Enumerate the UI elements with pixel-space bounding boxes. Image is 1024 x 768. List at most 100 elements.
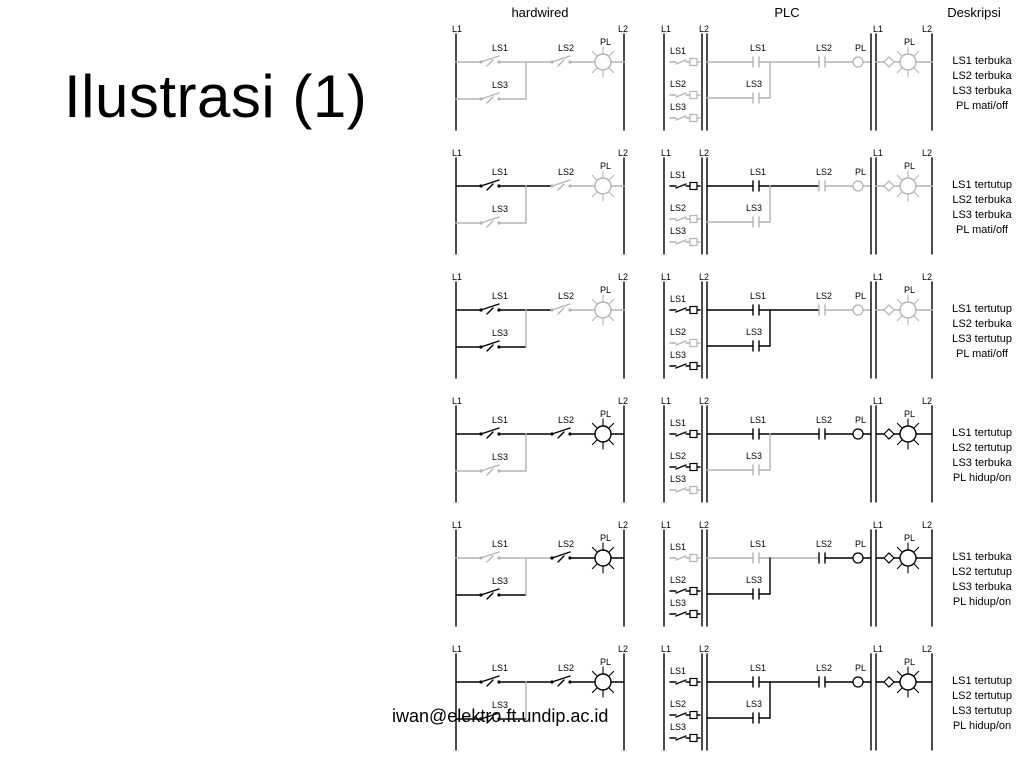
description-line-2-4: PL mati/off — [956, 224, 1009, 236]
plc-input-ls3-6 — [669, 733, 701, 743]
hw-pilot-lamp-3-ray-1 — [608, 298, 615, 305]
hw-ls2-label-1: LS2 — [558, 43, 574, 53]
out-pilot-lamp-5-bulb — [899, 549, 917, 567]
plc-l1-label-4: L1 — [661, 396, 671, 406]
plc-input-ls3-1 — [669, 113, 701, 123]
hw-pilot-lamp-2 — [591, 170, 615, 202]
plc-input-ls1-4 — [669, 429, 701, 439]
plc-contact-ls2-label-3: LS2 — [816, 291, 832, 301]
hw-pilot-lamp-5-bulb — [594, 549, 612, 567]
plc-contact-ls2-3 — [818, 304, 826, 316]
out-pilot-lamp-4-ray-0 — [896, 422, 903, 429]
out-terminal-4 — [883, 428, 895, 440]
plc-input-ls2-3-blade — [675, 340, 687, 346]
plc-input-ls3-label-1: LS3 — [670, 102, 686, 112]
plc-output-coil-1 — [852, 56, 864, 68]
hw-ls2-label-6: LS2 — [558, 663, 574, 673]
description-line-5-3: LS3 terbuka — [952, 581, 1012, 593]
hw-ls3-switch-2 — [479, 216, 501, 228]
header-hardwired: hardwired — [511, 5, 568, 20]
plc-output-coil-5 — [852, 552, 864, 564]
plc-contact-ls3-2 — [752, 216, 760, 228]
out-pilot-lamp-1-ray-0 — [896, 50, 903, 57]
hw-ls1-switch-6-blade — [480, 675, 500, 683]
header-description: Deskripsi — [947, 5, 1001, 20]
hw-ls1-switch-4 — [479, 427, 501, 439]
hw-ls2-switch-2-actuator — [557, 183, 565, 191]
out-l2-label-5: L2 — [922, 520, 932, 530]
plc-input-ls3-label-6: LS3 — [670, 722, 686, 732]
plc-input-ls1-3-module — [689, 305, 698, 315]
out-pl-label-3: PL — [904, 285, 915, 295]
out-pilot-lamp-2-ray-2 — [896, 191, 903, 198]
description-line-5-2: LS2 tertutup — [952, 566, 1012, 578]
hw-ls3-switch-1-blade — [480, 92, 500, 100]
out-terminal-1 — [883, 56, 895, 68]
plc-contact-ls1-5 — [752, 552, 760, 564]
plc-contact-ls1-6 — [752, 676, 760, 688]
plc-input-ls3-label-4: LS3 — [670, 474, 686, 484]
out-pilot-lamp-3-ray-0 — [896, 298, 903, 305]
plc-input-ls3-2-module — [689, 237, 698, 247]
hw-ls1-label-3: LS1 — [492, 291, 508, 301]
hw-ls3-switch-4 — [479, 464, 501, 476]
hw-pilot-lamp-1-ray-0 — [591, 50, 598, 57]
plc-input-ls1-3-blade — [675, 307, 687, 313]
out-l2-label-3: L2 — [922, 272, 932, 282]
description-line-1-2: LS2 terbuka — [952, 70, 1012, 82]
plc-contact-ls3-label-2: LS3 — [746, 203, 762, 213]
plc-input-ls1-4-blade — [675, 431, 687, 437]
plc-input-ls3-5-blade — [675, 611, 687, 617]
plc-output-coil-2 — [852, 180, 864, 192]
plc-input-ls2-1-module — [689, 90, 698, 100]
out-pl-label-2: PL — [904, 161, 915, 171]
plc-input-ls1-1-module — [689, 57, 698, 67]
hw-ls2-label-4: LS2 — [558, 415, 574, 425]
header-plc: PLC — [774, 5, 799, 20]
plc-coil-label-1: PL — [855, 43, 866, 53]
plc-input-ls2-3-module — [689, 338, 698, 348]
out-terminal-2 — [883, 180, 895, 192]
plc-input-ls2-4-module — [689, 462, 698, 472]
out-pilot-lamp-5-ray-2 — [896, 563, 903, 570]
plc-contact-ls2-6 — [818, 676, 826, 688]
plc-input-ls3-4-module — [689, 485, 698, 495]
hw-l1-label-5: L1 — [452, 520, 462, 530]
out-pilot-lamp-4-ray-1 — [913, 422, 920, 429]
hw-ls3-label-2: LS3 — [492, 204, 508, 214]
hw-ls1-switch-2 — [479, 179, 501, 191]
plc-input-ls1-1 — [669, 57, 701, 67]
plc-contact-ls1-label-2: LS1 — [750, 167, 766, 177]
plc-contact-ls2-label-1: LS2 — [816, 43, 832, 53]
plc-output-coil-3 — [852, 304, 864, 316]
hw-ls2-switch-5 — [550, 551, 572, 563]
plc-input-ls3-5 — [669, 609, 701, 619]
hw-pilot-lamp-5-ray-1 — [608, 546, 615, 553]
plc-contact-ls2-4 — [818, 428, 826, 440]
out-l1-label-6: L1 — [873, 644, 883, 654]
hw-ls3-switch-3-actuator — [486, 344, 494, 352]
hw-l1-label-1: L1 — [452, 24, 462, 34]
description-line-1-1: LS1 terbuka — [952, 55, 1012, 67]
hw-ls2-label-3: LS2 — [558, 291, 574, 301]
description-line-1-4: PL mati/off — [956, 100, 1009, 112]
plc-contact-ls2-label-5: LS2 — [816, 539, 832, 549]
plc-input-ls3-2-blade — [675, 239, 687, 245]
hw-pilot-lamp-4-ray-2 — [591, 439, 598, 446]
out-pl-label-6: PL — [904, 657, 915, 667]
hw-ls1-switch-5-blade — [480, 551, 500, 559]
hw-ls1-switch-5 — [479, 551, 501, 563]
hw-pilot-lamp-1-ray-1 — [608, 50, 615, 57]
description-line-3-4: PL mati/off — [956, 348, 1009, 360]
hw-ls1-switch-5-actuator — [486, 555, 494, 563]
hw-ls1-label-1: LS1 — [492, 43, 508, 53]
plc-input-ls3-3 — [669, 361, 701, 371]
hw-ls2-switch-5-blade — [551, 551, 571, 559]
out-l1-label-4: L1 — [873, 396, 883, 406]
out-pl-label-5: PL — [904, 533, 915, 543]
description-line-5-4: PL hidup/on — [953, 596, 1011, 608]
hw-ls3-switch-2-blade — [480, 216, 500, 224]
out-pilot-lamp-3-bulb — [899, 301, 917, 319]
